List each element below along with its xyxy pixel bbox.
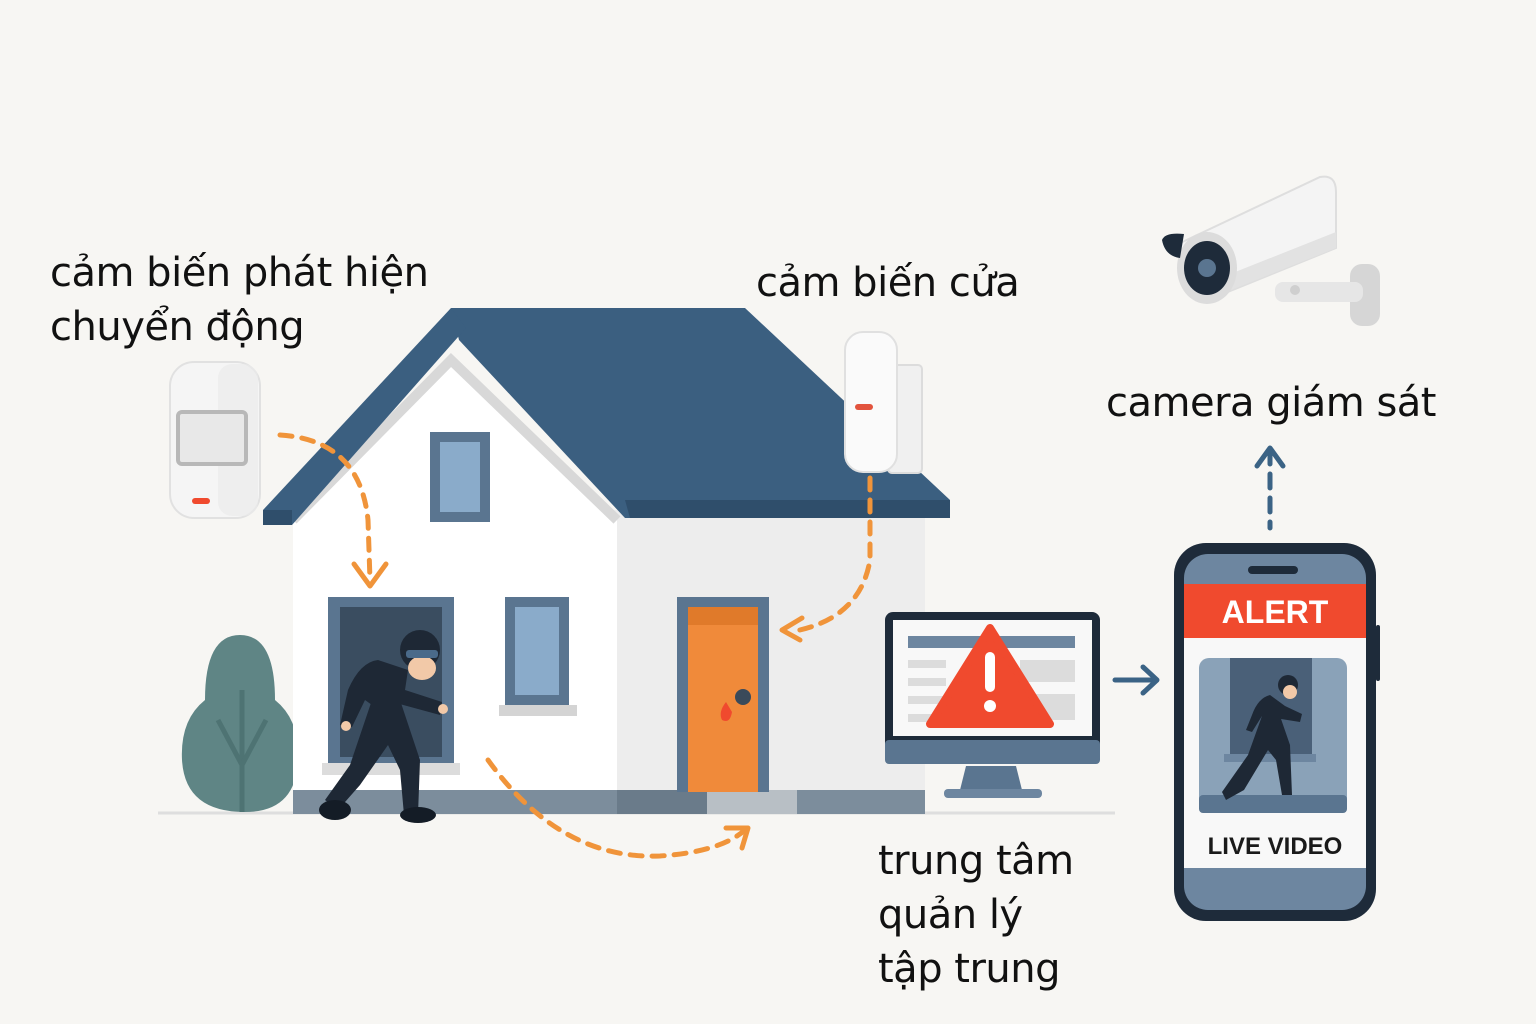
hub-label-line-3: tập trung [878,946,1061,992]
motion-sensor-label-line-1: cảm biến phát hiện [50,250,429,296]
door-sensor-label: cảm biến cửa [756,260,1020,306]
door-contact-sensor-icon [844,331,923,474]
monitor-warning-icon [885,612,1100,798]
arrowheads [351,561,805,851]
door-knob [735,689,751,705]
arrow-up-icon [1254,445,1286,531]
hub-label-line-1: trung tâm [878,838,1074,884]
camera-label: camera giám sát [1106,380,1436,426]
motion-sensor-label: cảm biến phát hiện chuyển động [50,246,429,354]
house-illustration [263,308,950,814]
phone-alert-text: ALERT [1221,594,1329,630]
phone-live-video-text: LIVE VIDEO [1207,833,1343,860]
hub-label-line-2: quản lý [878,892,1023,938]
flow-arrows [277,432,873,859]
cctv-camera-icon [1162,175,1380,326]
alert-banner [1184,584,1366,638]
smartphone-icon [1174,543,1380,921]
burglar-icon [319,630,448,823]
tree-icon [181,635,299,812]
pir-motion-sensor-icon [169,361,261,519]
motion-sensor-label-line-2: chuyển động [50,304,305,350]
arrow-right-icon [1112,664,1160,696]
hub-label: trung tâm quản lý tập trung [878,834,1074,996]
